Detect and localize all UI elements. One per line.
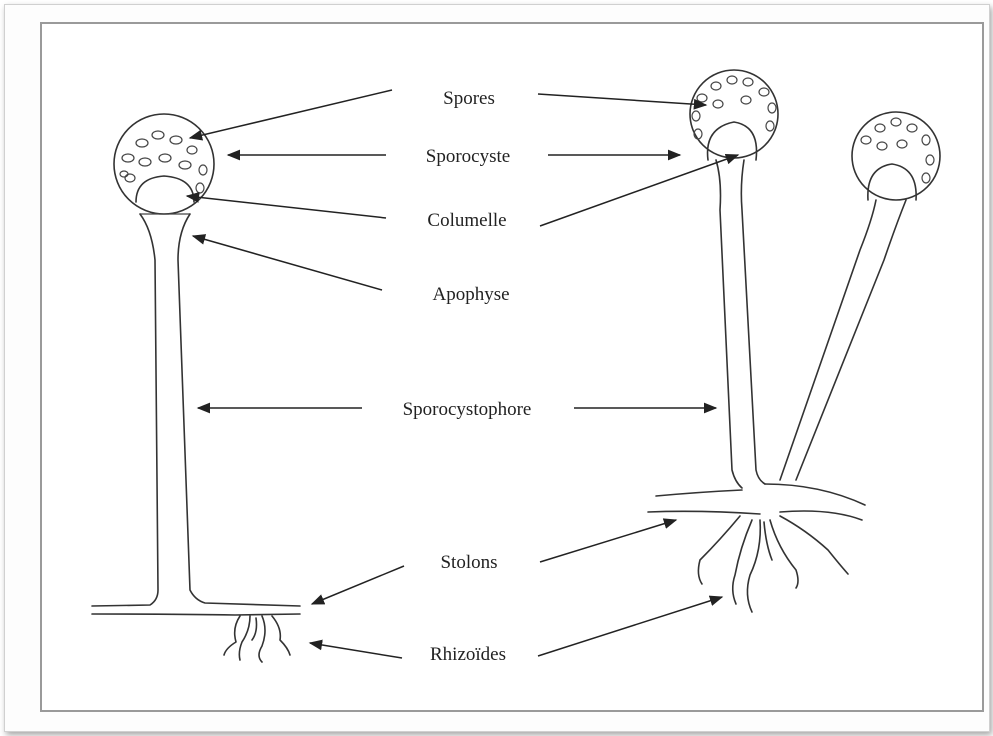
label-apophyse: Apophyse — [432, 284, 509, 305]
arrow-stolons-right — [540, 520, 676, 562]
left-stolon — [92, 614, 300, 615]
label-spores: Spores — [443, 88, 495, 109]
arrow-rhizoides-right — [538, 597, 722, 656]
left-organism — [92, 114, 300, 662]
arrow-columelle-right — [540, 155, 738, 226]
right-organism — [648, 70, 940, 612]
right-spores-2 — [861, 118, 934, 183]
right-sporangiophore-2 — [780, 200, 876, 480]
arrow-spores-right — [538, 94, 706, 105]
label-sporocyste: Sporocyste — [426, 146, 510, 167]
label-rhizoides: Rhizoïdes — [430, 644, 506, 665]
label-sporocystophore: Sporocystophore — [403, 399, 532, 420]
right-sporangiophore-1 — [716, 160, 742, 488]
right-spores-1 — [692, 76, 776, 139]
left-rhizoids — [224, 616, 290, 662]
label-columelle: Columelle — [427, 210, 506, 231]
label-stolons: Stolons — [440, 552, 497, 573]
left-sporangiophore — [92, 214, 158, 606]
left-spores — [120, 131, 207, 193]
arrow-apophyse — [193, 236, 382, 290]
arrow-columelle-left — [187, 196, 386, 218]
arrow-rhizoides-left — [310, 643, 402, 658]
right-stolon-left — [656, 490, 742, 496]
arrow-stolons-left — [312, 566, 404, 604]
arrow-spores-left — [190, 90, 392, 138]
left-sporangium — [114, 114, 214, 214]
right-stolon-right — [765, 484, 865, 505]
left-columella — [136, 176, 194, 202]
